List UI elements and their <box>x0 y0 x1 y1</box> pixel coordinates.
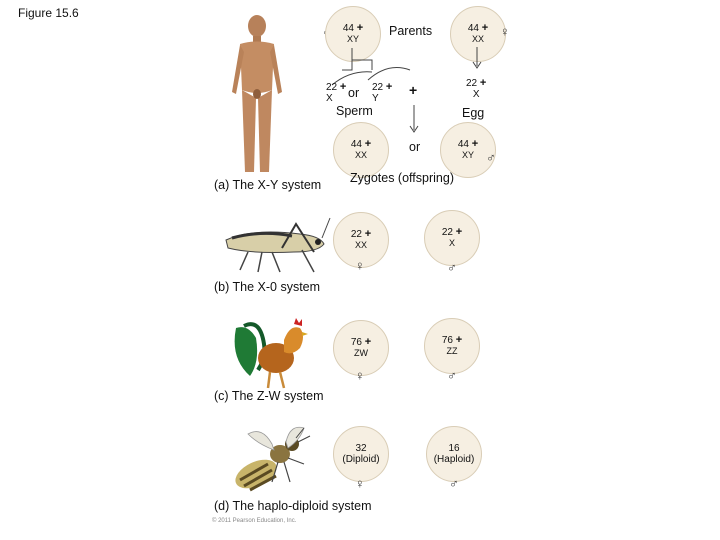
x0-female-count: 22 <box>350 229 362 240</box>
sperm-label: Sperm <box>336 104 373 118</box>
haplo-female-chrom: (Diploid) <box>342 454 380 465</box>
sperm-y: 22 + Y <box>372 81 393 105</box>
haplo-male-chrom: (Haploid) <box>433 454 475 465</box>
sperm-x-chrom: X <box>326 93 333 104</box>
x0-female-chrom: XX <box>354 240 367 250</box>
system-c-label: (c) The Z-W system <box>214 389 324 403</box>
zw-female-circle: 76 + ZW <box>333 320 389 376</box>
plus-icon: + <box>455 226 463 238</box>
x0-male-count: 22 <box>441 227 453 238</box>
plus-icon: + <box>481 22 489 34</box>
mother-chromosome-circle: 44 + XX <box>450 6 506 62</box>
zw-male-count: 76 <box>441 335 453 346</box>
plus-icon: + <box>339 81 347 93</box>
copyright-notice: © 2011 Pearson Education, Inc. <box>212 518 297 524</box>
male-symbol: ♂ <box>449 476 459 491</box>
plus-icon: + <box>409 82 418 98</box>
zw-male-circle: 76 + ZZ <box>424 318 480 374</box>
x0-female-circle: 22 + XX <box>333 212 389 268</box>
zygotes-label: Zygotes (offspring) <box>350 171 454 185</box>
male-symbol: ♂ <box>486 150 496 165</box>
female-symbol: ♀ <box>500 24 510 39</box>
sperm-y-chrom: Y <box>372 93 379 104</box>
haplo-female-count: 32 <box>355 443 367 454</box>
sperm-x-count: 22 <box>326 82 338 93</box>
bee-illustration <box>235 426 311 492</box>
female-symbol: ♀ <box>355 258 365 273</box>
father-chromosome-circle: 44 + XY <box>325 6 381 62</box>
plus-icon: + <box>364 138 372 150</box>
plus-icon: + <box>479 77 487 89</box>
x0-male-chrom: X <box>448 238 455 248</box>
egg-count: 22 <box>466 78 478 89</box>
zygote-female-chrom: XX <box>354 150 367 160</box>
parent-arrows <box>331 47 482 133</box>
haplo-female-circle: 32 (Diploid) <box>333 426 389 482</box>
female-symbol: ♀ <box>355 476 365 491</box>
father-autosome-count: 44 <box>342 23 354 34</box>
zygote-male-chrom: XY <box>461 150 474 160</box>
system-a-label: (a) The X-Y system <box>214 178 322 192</box>
plus-icon: + <box>455 334 463 346</box>
plus-icon: + <box>385 81 393 93</box>
rooster-illustration <box>234 318 308 389</box>
or-label-zygote: or <box>409 140 421 154</box>
zygote-female-count: 44 <box>350 139 362 150</box>
grasshopper-illustration <box>225 217 331 273</box>
parents-label: Parents <box>389 24 433 38</box>
or-label-sperm: or <box>348 86 360 100</box>
human-male-illustration <box>232 15 282 172</box>
plus-icon: + <box>471 138 479 150</box>
zw-female-count: 76 <box>350 337 362 348</box>
egg-chrom: X <box>472 89 480 100</box>
haplo-male-circle: 16 (Haploid) <box>426 426 482 482</box>
zw-female-chrom: ZW <box>354 348 368 358</box>
figure-title: Figure 15.6 <box>18 6 79 20</box>
egg-x: 22 + X <box>466 77 487 101</box>
zygote-male-circle: 44 + XY <box>440 122 496 178</box>
father-sex-chromosomes: XY <box>346 34 359 44</box>
male-symbol: ♂ <box>447 368 457 383</box>
plus-icon: + <box>356 22 364 34</box>
system-b-label: (b) The X-0 system <box>214 280 321 294</box>
mother-sex-chromosomes: XX <box>471 34 484 44</box>
haplo-male-count: 16 <box>448 443 460 454</box>
system-d-label: (d) The haplo-diploid system <box>214 499 372 513</box>
sperm-y-count: 22 <box>372 82 384 93</box>
zygote-female-circle: 44 + XX <box>333 122 389 178</box>
plus-icon: + <box>364 228 372 240</box>
mother-autosome-count: 44 <box>467 23 479 34</box>
plus-icon: + <box>364 336 372 348</box>
male-symbol: ♂ <box>447 260 457 275</box>
female-symbol: ♀ <box>355 368 365 383</box>
zw-male-chrom: ZZ <box>446 346 458 356</box>
egg-label: Egg <box>462 106 485 120</box>
sperm-x: 22 + X <box>326 81 347 105</box>
x0-male-circle: 22 + X <box>424 210 480 266</box>
zygote-male-count: 44 <box>457 139 469 150</box>
